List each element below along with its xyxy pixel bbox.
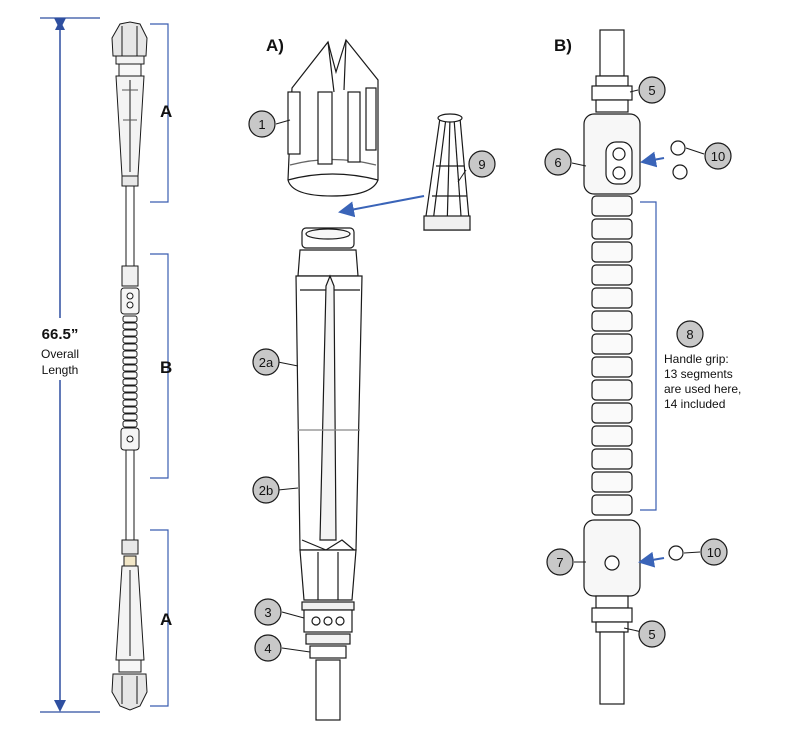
callout-circle bbox=[254, 598, 282, 626]
callout-circle bbox=[676, 320, 704, 348]
overall-length-label-2: Length bbox=[41, 363, 79, 377]
staff-grip-segment bbox=[122, 329, 138, 337]
detail-grip-segment bbox=[591, 264, 633, 286]
view-label-a: A) bbox=[266, 36, 284, 55]
section-brackets bbox=[150, 23, 169, 707]
detail-grip-segment bbox=[591, 195, 633, 217]
detail-grip-segment bbox=[591, 379, 633, 401]
section-label-a-bottom: A bbox=[160, 610, 173, 629]
detail-grip-segment bbox=[591, 471, 633, 493]
staff-grip-segment bbox=[122, 357, 138, 365]
detail-grip-segment bbox=[591, 402, 633, 424]
detail-grip-segment bbox=[591, 425, 633, 447]
callout-2b: 2b bbox=[252, 476, 280, 504]
staff-grip-segment bbox=[122, 399, 138, 407]
staff-grip-segment bbox=[122, 413, 138, 421]
callout-10: 10 bbox=[704, 142, 732, 170]
staff-grip-segment bbox=[122, 378, 138, 386]
staff-grip-segment bbox=[122, 392, 138, 400]
callout-number: 10 bbox=[711, 149, 725, 164]
staff-grip-segment bbox=[122, 336, 138, 344]
callout-4: 4 bbox=[254, 634, 282, 662]
detail-grip-segment bbox=[591, 356, 633, 378]
overall-length-label-1: Overall bbox=[40, 347, 79, 361]
callout-circle bbox=[700, 538, 728, 566]
callout-circle bbox=[252, 348, 280, 376]
detail-grip-segment bbox=[591, 494, 633, 516]
grip-note: Handle grip: 13 segments are used here, … bbox=[664, 352, 788, 412]
callout-number: 4 bbox=[264, 641, 271, 656]
o-ring-arrow-top bbox=[640, 151, 665, 168]
staff-grip-segment bbox=[122, 406, 138, 414]
grip-note-line-1: Handle grip: bbox=[664, 352, 729, 366]
grip-detail-b bbox=[583, 29, 688, 705]
callout-circle bbox=[248, 110, 276, 138]
callout-3: 3 bbox=[254, 598, 282, 626]
callout-circle bbox=[252, 476, 280, 504]
callout-2a: 2a bbox=[252, 348, 280, 376]
insert-arrow bbox=[338, 195, 425, 218]
callout-number: 6 bbox=[554, 155, 561, 170]
callout-number: 9 bbox=[478, 157, 485, 172]
detail-grip-segment bbox=[591, 241, 633, 263]
callout-6: 6 bbox=[544, 148, 572, 176]
callout-circle bbox=[544, 148, 572, 176]
detail-grip-segment bbox=[591, 448, 633, 470]
detail-grip-segment bbox=[591, 310, 633, 332]
callout-circle bbox=[638, 620, 666, 648]
staff-grip-segment bbox=[122, 322, 138, 330]
callout-circle bbox=[704, 142, 732, 170]
callout-circle bbox=[638, 76, 666, 104]
staff-grip-segment bbox=[122, 343, 138, 351]
grip-bracket bbox=[640, 201, 657, 511]
grip-note-line-4: 14 included bbox=[664, 397, 726, 411]
callout-number: 5 bbox=[648, 83, 655, 98]
staff-grip-segment bbox=[122, 420, 138, 428]
callout-number: 1 bbox=[258, 117, 265, 132]
callout-5: 5 bbox=[638, 76, 666, 104]
grip-note-line-3: are used here, bbox=[664, 382, 742, 396]
section-label-a-top: A bbox=[160, 102, 173, 121]
overall-length-value: 66.5” bbox=[41, 326, 79, 343]
callout-number: 10 bbox=[707, 545, 721, 560]
callout-1: 1 bbox=[248, 110, 276, 138]
full-staff-drawing bbox=[111, 21, 148, 711]
detail-grip-segment bbox=[591, 333, 633, 355]
callout-number: 5 bbox=[648, 627, 655, 642]
callout-number: 3 bbox=[264, 605, 271, 620]
staff-grip-segment bbox=[122, 371, 138, 379]
view-label-b: B) bbox=[554, 36, 572, 55]
callout-10: 10 bbox=[700, 538, 728, 566]
detail-grip-segment bbox=[591, 218, 633, 240]
callout-8: 8 bbox=[676, 320, 704, 348]
callout-number: 8 bbox=[686, 327, 693, 342]
staff-grip-segment bbox=[122, 315, 138, 323]
detail-grip-segment bbox=[591, 287, 633, 309]
callout-number: 7 bbox=[556, 555, 563, 570]
section-label-b: B bbox=[160, 358, 173, 377]
callout-5: 5 bbox=[638, 620, 666, 648]
callout-number: 2a bbox=[259, 355, 274, 370]
exploded-view-a bbox=[287, 38, 471, 721]
staff-grip-segment bbox=[122, 350, 138, 358]
callout-circle bbox=[254, 634, 282, 662]
staff-grip-segment bbox=[122, 364, 138, 372]
callout-9: 9 bbox=[468, 150, 496, 178]
callout-circle bbox=[468, 150, 496, 178]
callout-circle bbox=[546, 548, 574, 576]
callout-number: 2b bbox=[259, 483, 273, 498]
staff-grip-segment bbox=[122, 385, 138, 393]
grip-note-line-2: 13 segments bbox=[664, 367, 733, 381]
o-ring-arrow-bottom bbox=[638, 551, 665, 568]
callout-7: 7 bbox=[546, 548, 574, 576]
overall-length-dimension bbox=[40, 17, 100, 713]
callout-group: 1 2a 2b 3 4 9 5 6 10 8 7 10 5 bbox=[248, 76, 732, 662]
